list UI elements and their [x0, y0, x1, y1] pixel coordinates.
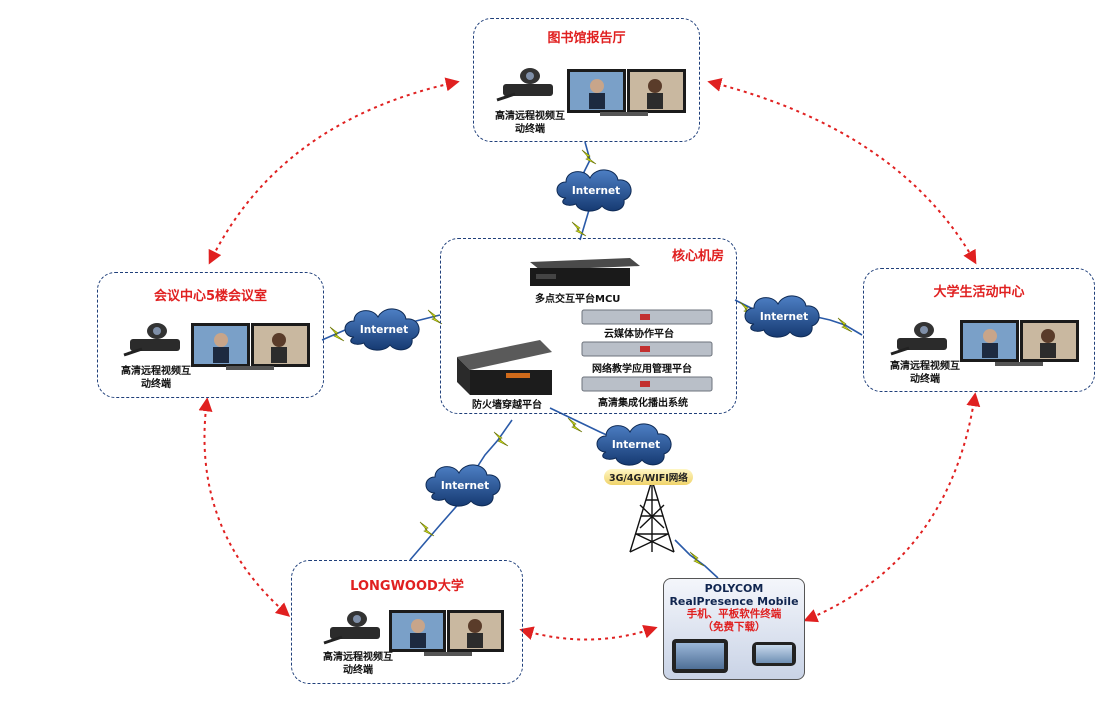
core-title: 核心机房	[671, 249, 724, 264]
longwood-equipment	[323, 610, 504, 656]
mcu-label: 多点交互平台MCU	[535, 294, 621, 305]
site-longwood: LONGWOOD大学	[291, 560, 523, 684]
phone-icon	[752, 642, 796, 666]
cloud-student: Internet	[744, 295, 820, 338]
terminal-caption: 高清远程视频互动终端	[890, 361, 960, 385]
svg-text:Internet: Internet	[441, 480, 489, 492]
link-meeting-longwood	[198, 397, 291, 617]
site-title: LONGWOOD大学	[350, 579, 464, 594]
network-label: 3G/4G/WIFI网络	[604, 469, 693, 485]
site-student: 大学生活动中心	[863, 268, 1095, 392]
svg-text:Internet: Internet	[360, 324, 408, 336]
server-label: 云媒体协作平台	[604, 329, 674, 340]
terminal-caption: 高清远程视频互动终端	[121, 366, 191, 390]
firewall-server-icon	[457, 340, 552, 395]
site-title: 大学生活动中心	[933, 285, 1025, 300]
link-library-core	[579, 141, 593, 241]
student-equipment	[890, 320, 1079, 366]
camera-codec-icon	[123, 323, 180, 357]
site-title: 图书馆报告厅	[547, 31, 626, 46]
cloud-longwood: Internet	[425, 464, 501, 507]
core-room: 核心机房	[440, 238, 737, 414]
tablet-icon	[672, 639, 728, 673]
cloud-meeting: Internet	[344, 308, 420, 351]
camera-codec-icon	[890, 322, 947, 356]
dual-display-icon	[567, 69, 686, 116]
library-equipment	[496, 68, 686, 116]
cell-tower-icon	[629, 479, 675, 553]
dual-display-icon	[389, 610, 504, 656]
site-meeting: 会议中心5楼会议室	[97, 272, 324, 398]
polycom-mobile-box: POLYCOM RealPresence Mobile 手机、平板软件终端 （免…	[663, 578, 805, 680]
camera-codec-icon	[323, 611, 380, 645]
server-label: 高清集成化播出系统	[598, 398, 688, 409]
dual-display-icon	[191, 323, 310, 370]
red-links	[198, 77, 981, 641]
cloud-library: Internet	[556, 169, 632, 212]
cloud-mobile: Internet	[596, 423, 672, 466]
site-library: 图书馆报告厅	[473, 18, 700, 142]
dual-display-icon	[960, 320, 1079, 366]
mcu-server-icon	[530, 258, 640, 286]
meeting-equipment	[123, 323, 310, 370]
terminal-caption: 高清远程视频互动终端	[495, 111, 565, 135]
polycom-terminal: 手机、平板软件终端	[686, 608, 782, 620]
server-label: 网络教学应用管理平台	[592, 364, 692, 375]
link-tower-polycom	[674, 539, 719, 579]
polycom-free: （免费下载）	[702, 621, 766, 633]
site-title: 会议中心5楼会议室	[153, 289, 268, 304]
link-core-longwood	[409, 419, 513, 561]
polycom-product: RealPresence Mobile	[669, 595, 799, 608]
link-library-student	[707, 77, 977, 265]
link-longwood-polycom	[519, 624, 658, 641]
firewall-label: 防火墙穿越平台	[472, 400, 542, 411]
svg-text:Internet: Internet	[572, 185, 620, 197]
camera-codec-icon	[496, 68, 553, 102]
rack-servers	[581, 309, 713, 392]
svg-text:Internet: Internet	[612, 439, 660, 451]
polycom-brand: POLYCOM	[704, 582, 764, 595]
terminal-caption: 高清远程视频互动终端	[323, 652, 393, 676]
svg-text:Internet: Internet	[760, 311, 808, 323]
